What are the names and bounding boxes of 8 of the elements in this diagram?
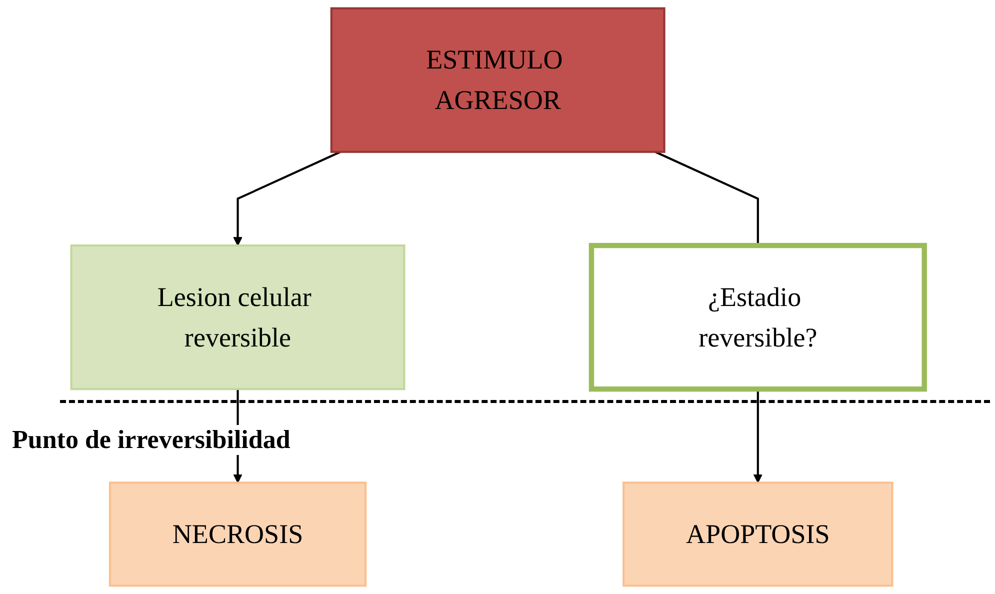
- boundary-label: Punto de irreversibilidad: [12, 425, 290, 455]
- node-box: Lesion celular reversible: [70, 244, 405, 390]
- node-box: APOPTOSIS: [622, 482, 893, 587]
- node-box: NECROSIS: [108, 482, 366, 587]
- node-box: ESTIMULO AGRESOR: [330, 7, 665, 153]
- arrow: [232, 150, 341, 246]
- node-box: ¿Estadio reversible?: [588, 242, 927, 392]
- connector: [654, 150, 759, 246]
